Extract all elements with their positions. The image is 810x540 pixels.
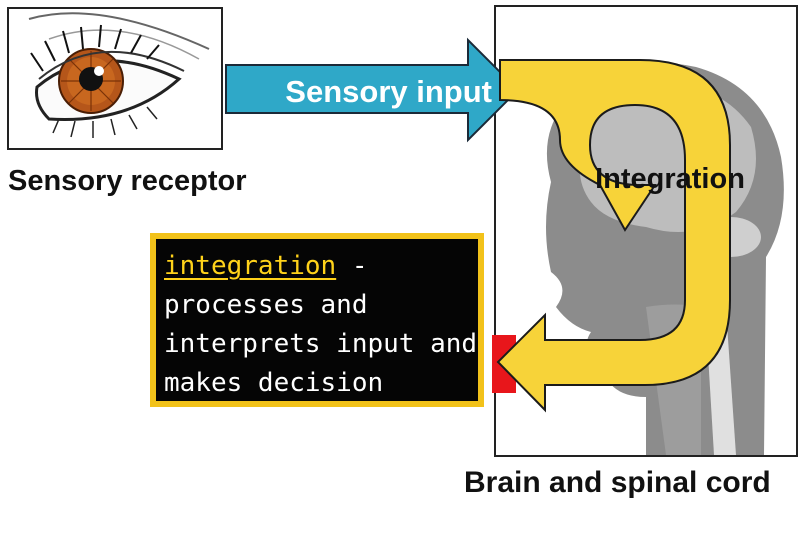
sensory-input-label: Sensory input (285, 74, 492, 109)
definition-line-3: makes decision (164, 368, 384, 398)
definition-term: integration (164, 251, 337, 281)
integration-label: Integration (595, 163, 745, 195)
brain-spinal-cord-label: Brain and spinal cord (464, 466, 771, 499)
integration-arrow (496, 59, 731, 413)
sensory-receptor-panel (7, 7, 223, 150)
sensory-receptor-label: Sensory receptor (8, 165, 247, 197)
sensory-input-arrow (225, 37, 520, 143)
definition-box: integration - processes and interprets i… (150, 233, 484, 407)
definition-line-2: interprets input and (164, 329, 478, 359)
definition-separator: - (336, 251, 368, 281)
definition-heading: integration - (164, 247, 470, 286)
definition-line-1: processes and (164, 290, 368, 320)
eye-icon (28, 12, 210, 138)
